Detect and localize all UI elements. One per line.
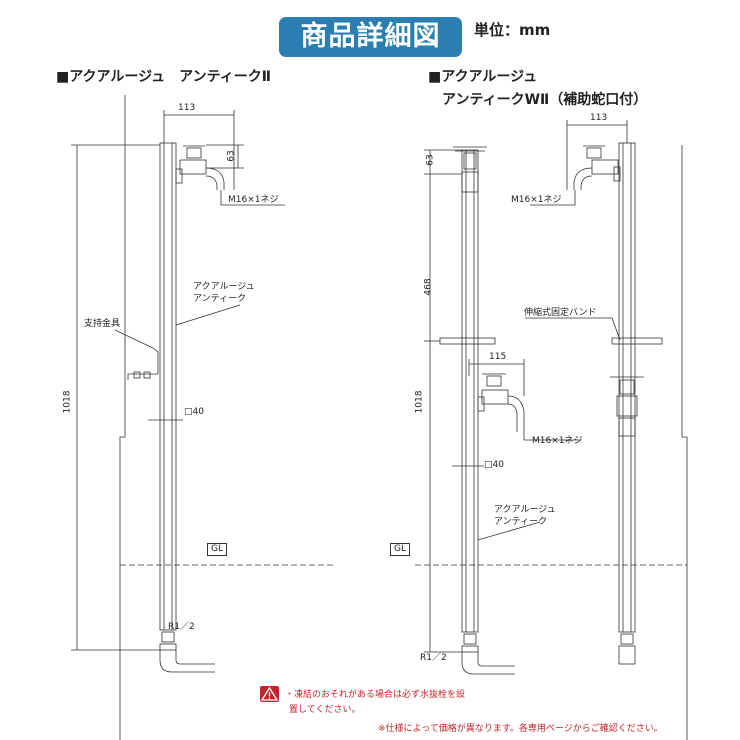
right-top-faucet-side — [573, 145, 621, 190]
left-post-name-1: アクアルージュ — [193, 282, 255, 292]
right-dim-height: 1018 — [414, 390, 425, 414]
right-post-name-1: アクアルージュ — [494, 505, 556, 515]
right-dim-sub-width: 115 — [489, 352, 507, 362]
left-bottom-fitting — [159, 631, 215, 673]
left-dim-top: 63 — [226, 150, 237, 162]
right-top-faucet-front — [453, 146, 487, 193]
right-front-post — [461, 149, 479, 633]
right-pipe-thread: R1／2 — [420, 653, 447, 663]
right-dim-mid: 468 — [423, 278, 434, 296]
unit-label: 単位：mm — [474, 21, 551, 39]
right-post-size: □40 — [484, 460, 504, 470]
left-post-name-2: アンティーク — [193, 294, 247, 304]
price-note: ※仕様によって価格が異なります。各専用ページからご確認ください。 — [378, 724, 663, 734]
right-wall-outline — [681, 145, 688, 740]
right-ground-label: GL — [390, 543, 410, 556]
right-band — [439, 337, 663, 345]
left-ground-label: GL — [207, 543, 227, 556]
right-faucet-thread-sub: M16×1ネジ — [532, 436, 583, 446]
page-title: 商品詳細図 — [279, 17, 462, 57]
right-dim-top: 63 — [425, 154, 436, 166]
right-band-label: 伸縮式固定バンド — [524, 308, 597, 318]
right-product-title-2: アンティークWⅡ（補助蛇口付） — [442, 92, 648, 108]
right-sub-faucet-front — [610, 376, 644, 437]
left-dim-height: 1018 — [62, 390, 73, 414]
right-faucet-thread-top: M16×1ネジ — [511, 195, 562, 205]
left-faucet-thread: M16×1ネジ — [228, 195, 279, 205]
left-post-size: □40 — [184, 407, 204, 417]
warning-text-2: 置してください。 — [289, 705, 361, 715]
left-post — [159, 142, 177, 631]
warning-text-1: ・凍結のおそれがある場合は必ず水抜栓を設 — [285, 690, 466, 700]
left-dim-width: 113 — [178, 103, 196, 113]
right-bottom-fitting — [461, 633, 636, 675]
left-faucet — [175, 145, 225, 190]
left-pipe-thread: R1／2 — [168, 622, 195, 632]
right-post-name-2: アンティーク — [494, 517, 548, 527]
left-product-title: ■アクアルージュ アンティークⅡ — [56, 69, 271, 85]
warning-icon — [260, 686, 279, 702]
right-side-post — [618, 142, 636, 633]
left-bracket — [127, 347, 159, 380]
right-product-title-1: ■アクアルージュ — [428, 69, 538, 85]
right-dim-width: 113 — [590, 113, 608, 123]
left-wall-outline — [119, 95, 126, 740]
right-sub-faucet-side — [477, 373, 525, 432]
left-bracket-label: 支持金具 — [84, 319, 121, 329]
